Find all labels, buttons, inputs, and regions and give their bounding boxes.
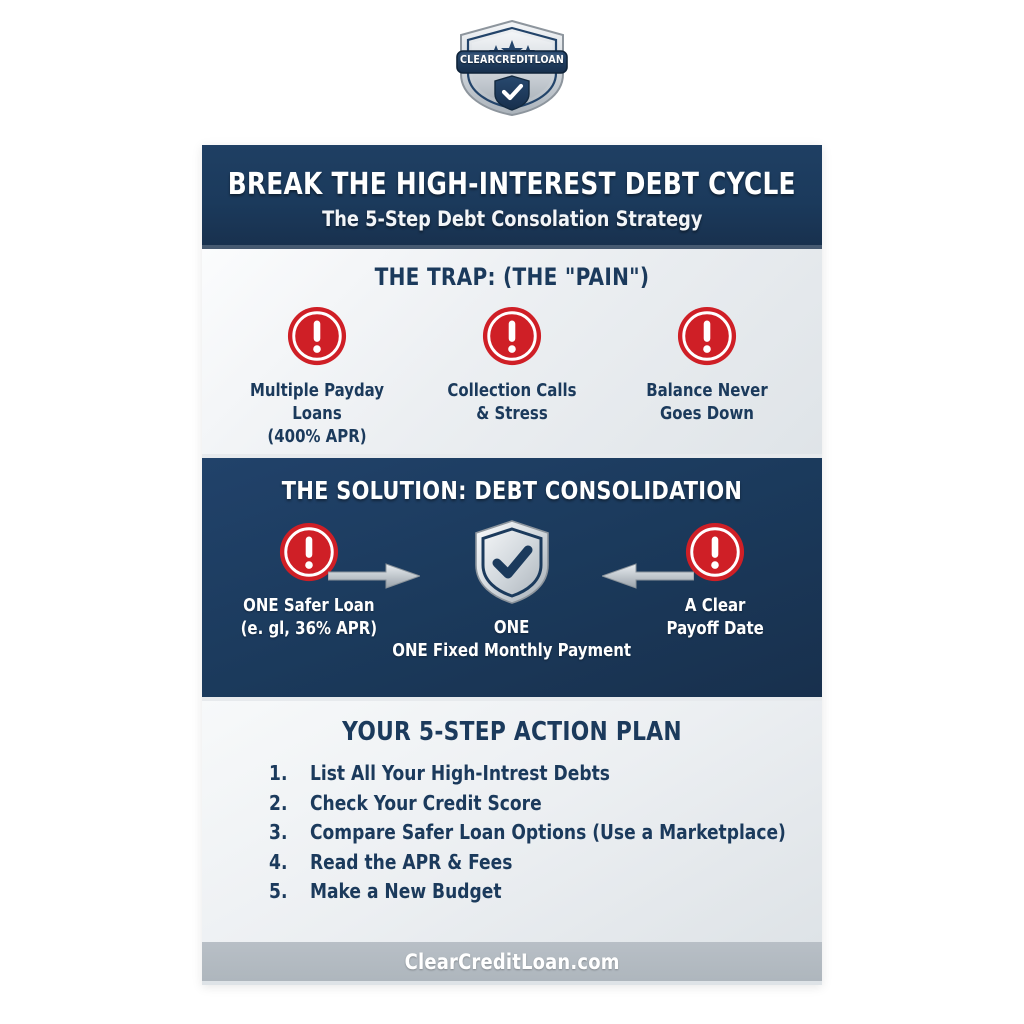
- trap-item: Collection Calls & Stress: [422, 305, 602, 426]
- solution-right-label: A Clear Payoff Date: [666, 595, 763, 641]
- trap-section-title: THE TRAP: (THE "PAIN"): [374, 263, 650, 291]
- solution-left-line2: (e. gl, 36% APR): [240, 619, 378, 640]
- step-number: 2.: [269, 790, 288, 815]
- solution-left-label: ONE Safer Loan (e. gl, 36% APR): [241, 595, 377, 641]
- step-number: 1.: [269, 761, 288, 785]
- poster-footer: ClearCreditLoan.com: [202, 942, 822, 981]
- solution-left-line1: ONE Safer Loan: [243, 596, 375, 616]
- arrow-left-icon: [602, 563, 694, 589]
- alert-exclamation-icon: [677, 306, 736, 366]
- page-subtitle: The 5-Step Debt Consolation Strategy: [321, 207, 703, 231]
- step-number: 4.: [269, 849, 288, 874]
- solution-middle-line1: ONE: [494, 618, 530, 638]
- action-plan-step: 2. Check Your Credit Score: [268, 791, 822, 816]
- website-url[interactable]: ClearCreditLoan.com: [404, 949, 620, 974]
- step-number: 3.: [269, 820, 288, 845]
- action-plan-step: 5. Make a New Budget: [268, 879, 822, 904]
- action-plan-step: 1. List All Your High-Intrest Debts: [268, 761, 822, 786]
- shield-check-icon: [475, 520, 549, 604]
- action-plan-steps: 1. List All Your High-Intrest Debts 2. C…: [202, 761, 822, 904]
- solution-middle-label: ONE ONE Fixed Monthly Payment: [393, 617, 632, 663]
- solution-right-line1: A Clear: [684, 596, 746, 616]
- alert-exclamation-icon: [279, 522, 339, 582]
- trap-item: Balance Never Goes Down: [617, 305, 797, 426]
- trap-section: THE TRAP: (THE "PAIN") Multiple Payday L…: [202, 249, 822, 454]
- trap-item-label-line1: Balance Never: [645, 381, 768, 401]
- solution-section: THE SOLUTION: DEBT CONSOLIDATION ONE Saf…: [202, 454, 822, 697]
- step-label: Make a New Budget: [310, 879, 502, 904]
- trap-item-label-line2: Goes Down: [659, 403, 754, 424]
- solution-item-right: A Clear Payoff Date: [620, 521, 810, 641]
- page-title: BREAK THE HIGH-INTEREST DEBT CYCLE: [227, 167, 797, 202]
- trap-item-label-line1: Collection Calls: [447, 381, 577, 401]
- solution-middle-line2: ONE Fixed Monthly Payment: [392, 641, 632, 662]
- step-number: 5.: [269, 879, 288, 904]
- poster-panel: BREAK THE HIGH-INTEREST DEBT CYCLE The 5…: [202, 145, 822, 985]
- trap-item-label-line1: Multiple Payday Loans: [250, 381, 385, 424]
- trap-items: Multiple Payday Loans (400% APR) Collect…: [202, 305, 822, 448]
- trap-item: Multiple Payday Loans (400% APR): [227, 305, 407, 448]
- action-plan-step: 4. Read the APR & Fees: [268, 850, 822, 875]
- step-label: Check Your Credit Score: [310, 790, 542, 815]
- poster-header: BREAK THE HIGH-INTEREST DEBT CYCLE The 5…: [202, 145, 822, 249]
- step-label: Read the APR & Fees: [310, 849, 513, 874]
- action-plan-step: 3. Compare Safer Loan Options (Use a Mar…: [268, 820, 822, 845]
- step-label: Compare Safer Loan Options (Use a Market…: [310, 820, 786, 845]
- step-label: List All Your High-Intrest Debts: [310, 761, 610, 785]
- action-plan-title: YOUR 5-STEP ACTION PLAN: [342, 717, 682, 747]
- alert-exclamation-icon: [482, 306, 542, 366]
- alert-exclamation-icon: [288, 306, 347, 366]
- trap-item-label: Collection Calls & Stress: [447, 380, 576, 426]
- solution-section-title: THE SOLUTION: DEBT CONSOLIDATION: [281, 476, 743, 505]
- footer-bottom-edge: [202, 981, 822, 985]
- alert-exclamation-icon: [685, 522, 745, 582]
- clearcreditloan-badge-icon[interactable]: CLEARCREDITLOAN: [453, 18, 571, 118]
- header-divider: [202, 245, 822, 249]
- trap-item-label: Balance Never Goes Down: [646, 380, 768, 426]
- solution-right-line2: Payoff Date: [666, 619, 764, 640]
- trap-item-label: Multiple Payday Loans (400% APR): [232, 380, 403, 448]
- trap-item-label-line2: & Stress: [476, 403, 548, 424]
- arrow-right-icon: [328, 563, 420, 589]
- trap-item-label-line2: (400% APR): [267, 426, 367, 447]
- solution-item-middle: ONE ONE Fixed Monthly Payment: [393, 519, 631, 663]
- brand-logo[interactable]: CLEARCREDITLOAN: [0, 18, 1024, 118]
- solution-item-left: ONE Safer Loan (e. gl, 36% APR): [214, 521, 404, 641]
- action-plan-section: YOUR 5-STEP ACTION PLAN 1. List All Your…: [202, 697, 822, 942]
- solution-flow: ONE Safer Loan (e. gl, 36% APR): [202, 519, 822, 694]
